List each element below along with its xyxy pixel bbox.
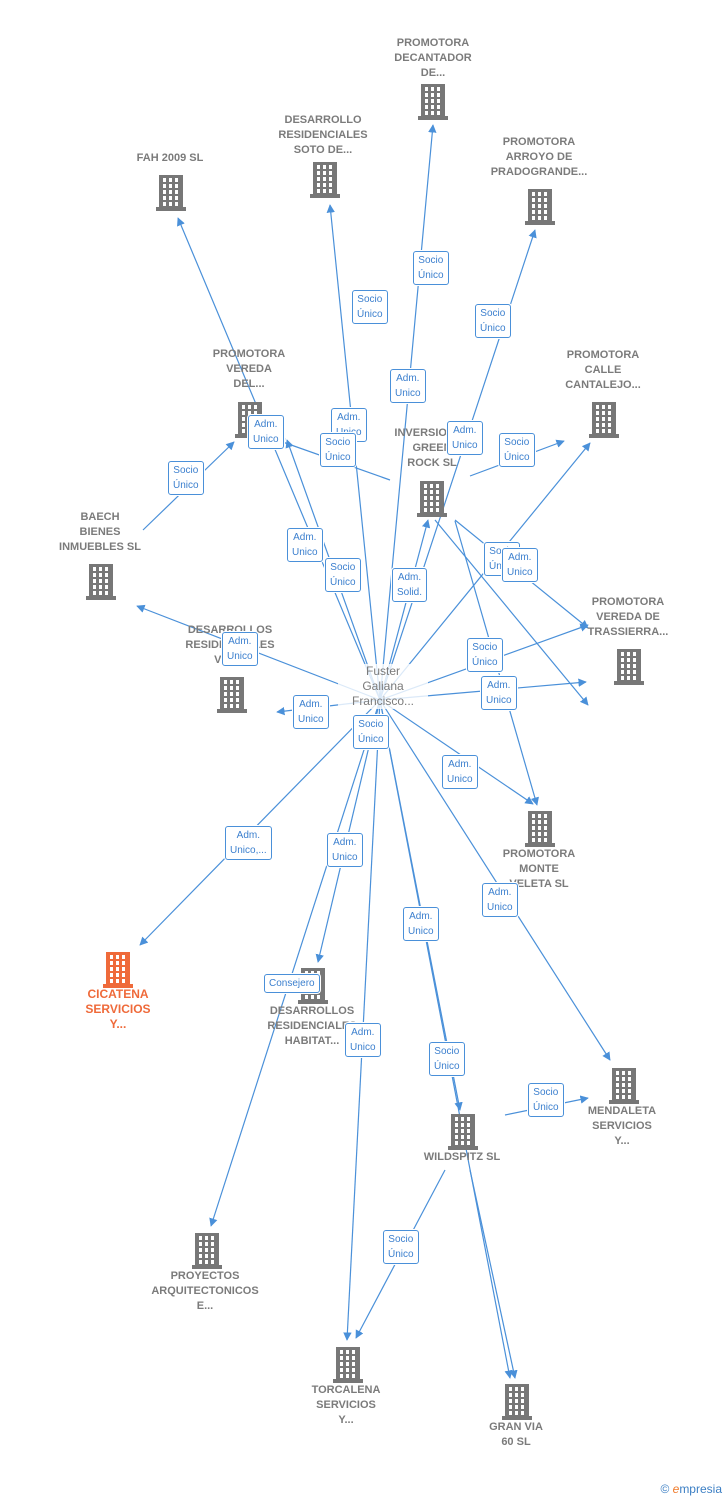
footer-brand: © empresia bbox=[660, 1482, 722, 1496]
relation-label: Adm. Unico bbox=[482, 883, 518, 917]
edge-line-17 bbox=[343, 699, 381, 1341]
building-icon[interactable] bbox=[614, 649, 644, 685]
relation-label: Adm. Unico bbox=[442, 755, 478, 789]
relation-label: Socio Único bbox=[528, 1083, 564, 1117]
company-label-wildspitz[interactable]: WILDSPITZ SL bbox=[423, 1151, 501, 1163]
building-icon[interactable] bbox=[86, 564, 116, 600]
relation-label: Socio Único bbox=[475, 304, 511, 338]
relation-label: Socio Único bbox=[353, 715, 389, 749]
center-person-label[interactable]: Fuster Galiana Francisco... bbox=[338, 664, 428, 709]
brand-logo-e: e bbox=[672, 1482, 680, 1496]
relation-label: Adm. Unico bbox=[293, 695, 329, 729]
edge-line-15 bbox=[379, 699, 611, 1061]
edge-line-12 bbox=[379, 699, 534, 805]
company-label-promotora-vereda-del[interactable]: PROMOTORA VEREDA DEL... bbox=[212, 348, 286, 390]
edge-line-13 bbox=[139, 699, 381, 946]
edge-line-18 bbox=[209, 699, 381, 1227]
relation-label: Adm. Unico bbox=[502, 548, 538, 582]
relation-label: Adm. Unico bbox=[327, 833, 363, 867]
company-label-promotora-monte[interactable]: PROMOTORA MONTE VELETA SL bbox=[502, 848, 576, 890]
company-label-desarrollo-soto[interactable]: DESARROLLO RESIDENCIALES SOTO DE... bbox=[278, 114, 368, 156]
building-icon[interactable] bbox=[448, 1114, 478, 1150]
building-icon[interactable] bbox=[333, 1347, 363, 1383]
edge-line-21 bbox=[469, 1169, 518, 1379]
edge-line-22 bbox=[379, 699, 513, 1379]
building-icon[interactable] bbox=[192, 1233, 222, 1269]
relation-label: Adm. Unico bbox=[447, 421, 483, 455]
relation-label: Adm. Unico,... bbox=[225, 826, 272, 860]
building-icon[interactable] bbox=[103, 952, 133, 988]
relation-label: Consejero bbox=[264, 974, 320, 993]
company-label-fah-2009[interactable]: FAH 2009 SL bbox=[136, 152, 204, 164]
edge-line-27 bbox=[434, 519, 589, 706]
relation-label: Adm. Unico bbox=[222, 632, 258, 666]
relation-label: Adm. Solid. bbox=[392, 568, 428, 602]
relation-label: Adm. Unico bbox=[390, 369, 426, 403]
company-label-promotora-decantador[interactable]: PROMOTORA DECANTADOR DE... bbox=[394, 37, 472, 79]
relation-label: Adm. Unico bbox=[287, 528, 323, 562]
company-label-gran-via[interactable]: GRAN VIA 60 SL bbox=[489, 1421, 543, 1448]
building-icon[interactable] bbox=[525, 189, 555, 225]
company-label-cicatena[interactable]: CICATENA SERVICIOS Y... bbox=[85, 987, 151, 1031]
relation-label: Socio Único bbox=[320, 433, 356, 467]
company-label-promotora-calle[interactable]: PROMOTORA CALLE CANTALEJO... bbox=[565, 349, 641, 391]
relation-label: Adm. Unico bbox=[345, 1023, 381, 1057]
building-icon[interactable] bbox=[525, 811, 555, 847]
building-icon[interactable] bbox=[609, 1068, 639, 1104]
relation-label: Adm. Unico bbox=[403, 907, 439, 941]
building-icon[interactable] bbox=[310, 162, 340, 198]
edge-line-2 bbox=[177, 217, 381, 701]
building-icon[interactable] bbox=[589, 402, 619, 438]
brand-logo-text: mpresia bbox=[679, 1482, 722, 1496]
relation-label: Socio Único bbox=[383, 1230, 419, 1264]
relation-label: Socio Único bbox=[499, 433, 535, 467]
company-label-torcalena[interactable]: TORCALENA SERVICIOS Y... bbox=[311, 1384, 381, 1426]
relation-label: Adm. Unico bbox=[248, 415, 284, 449]
company-label-promotora-arroyo[interactable]: PROMOTORA ARROYO DE PRADOGRANDE... bbox=[490, 136, 588, 178]
company-label-baech[interactable]: BAECH BIENES INMUEBLES SL bbox=[59, 511, 141, 553]
building-icon[interactable] bbox=[502, 1384, 532, 1420]
relation-label: Socio Único bbox=[413, 251, 449, 285]
building-icon[interactable] bbox=[217, 677, 247, 713]
relation-label: Adm. Unico bbox=[481, 676, 517, 710]
relation-label: Socio Único bbox=[168, 461, 204, 495]
company-label-promotora-trassierra[interactable]: PROMOTORA VEREDA DE TRASSIERRA... bbox=[587, 596, 669, 638]
relation-label: Socio Único bbox=[467, 638, 503, 672]
building-icon[interactable] bbox=[156, 175, 186, 211]
company-label-desarrollos-habitat[interactable]: DESARROLLOS RESIDENCIALES HABITAT... bbox=[267, 1005, 357, 1047]
building-icon[interactable] bbox=[417, 481, 447, 517]
company-label-proyectos[interactable]: PROYECTOS ARQUITECTONICOS E... bbox=[151, 1270, 259, 1312]
company-label-mendaleta[interactable]: MENDALETA SERVICIOS Y... bbox=[587, 1105, 657, 1147]
building-icon[interactable] bbox=[418, 84, 448, 120]
edge-line-0 bbox=[379, 124, 437, 701]
relation-label: Socio Único bbox=[429, 1042, 465, 1076]
copyright-icon: © bbox=[660, 1482, 670, 1496]
relation-label: Socio Único bbox=[352, 290, 388, 324]
relation-label: Socio Único bbox=[325, 558, 361, 592]
